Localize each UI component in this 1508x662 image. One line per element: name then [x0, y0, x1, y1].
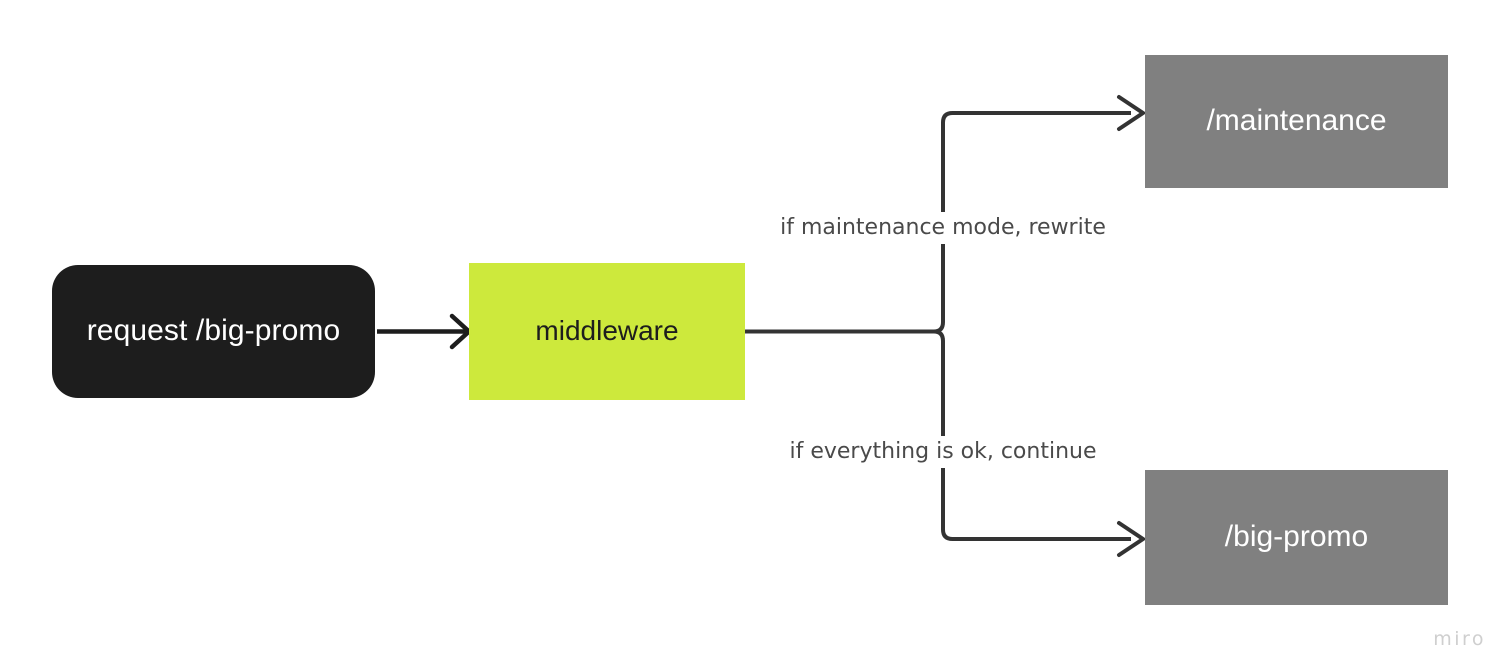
- node-maintenance[interactable]: /maintenance: [1145, 55, 1448, 188]
- miro-watermark: miro: [1433, 628, 1486, 650]
- node-middleware[interactable]: middleware: [469, 263, 745, 400]
- node-big-promo[interactable]: /big-promo: [1145, 470, 1448, 605]
- node-request-label: request /big-promo: [86, 314, 341, 348]
- edge-label-continue[interactable]: if everything is ok, continue: [785, 436, 1101, 468]
- arrowhead-into-maintenance: [1117, 95, 1147, 131]
- node-maintenance-label: /maintenance: [1206, 104, 1387, 138]
- node-request[interactable]: request /big-promo: [52, 265, 375, 398]
- edge-line-middleware-to-big-promo: [745, 329, 1131, 541]
- edge-label-maintenance-rewrite[interactable]: if maintenance mode, rewrite: [776, 212, 1110, 244]
- arrowhead-into-big-promo: [1117, 521, 1147, 557]
- edge-request-to-middleware[interactable]: [377, 313, 473, 350]
- node-middleware-label: middleware: [535, 315, 679, 347]
- edge-middleware-trunk[interactable]: [745, 111, 1131, 541]
- node-big-promo-label: /big-promo: [1224, 520, 1369, 554]
